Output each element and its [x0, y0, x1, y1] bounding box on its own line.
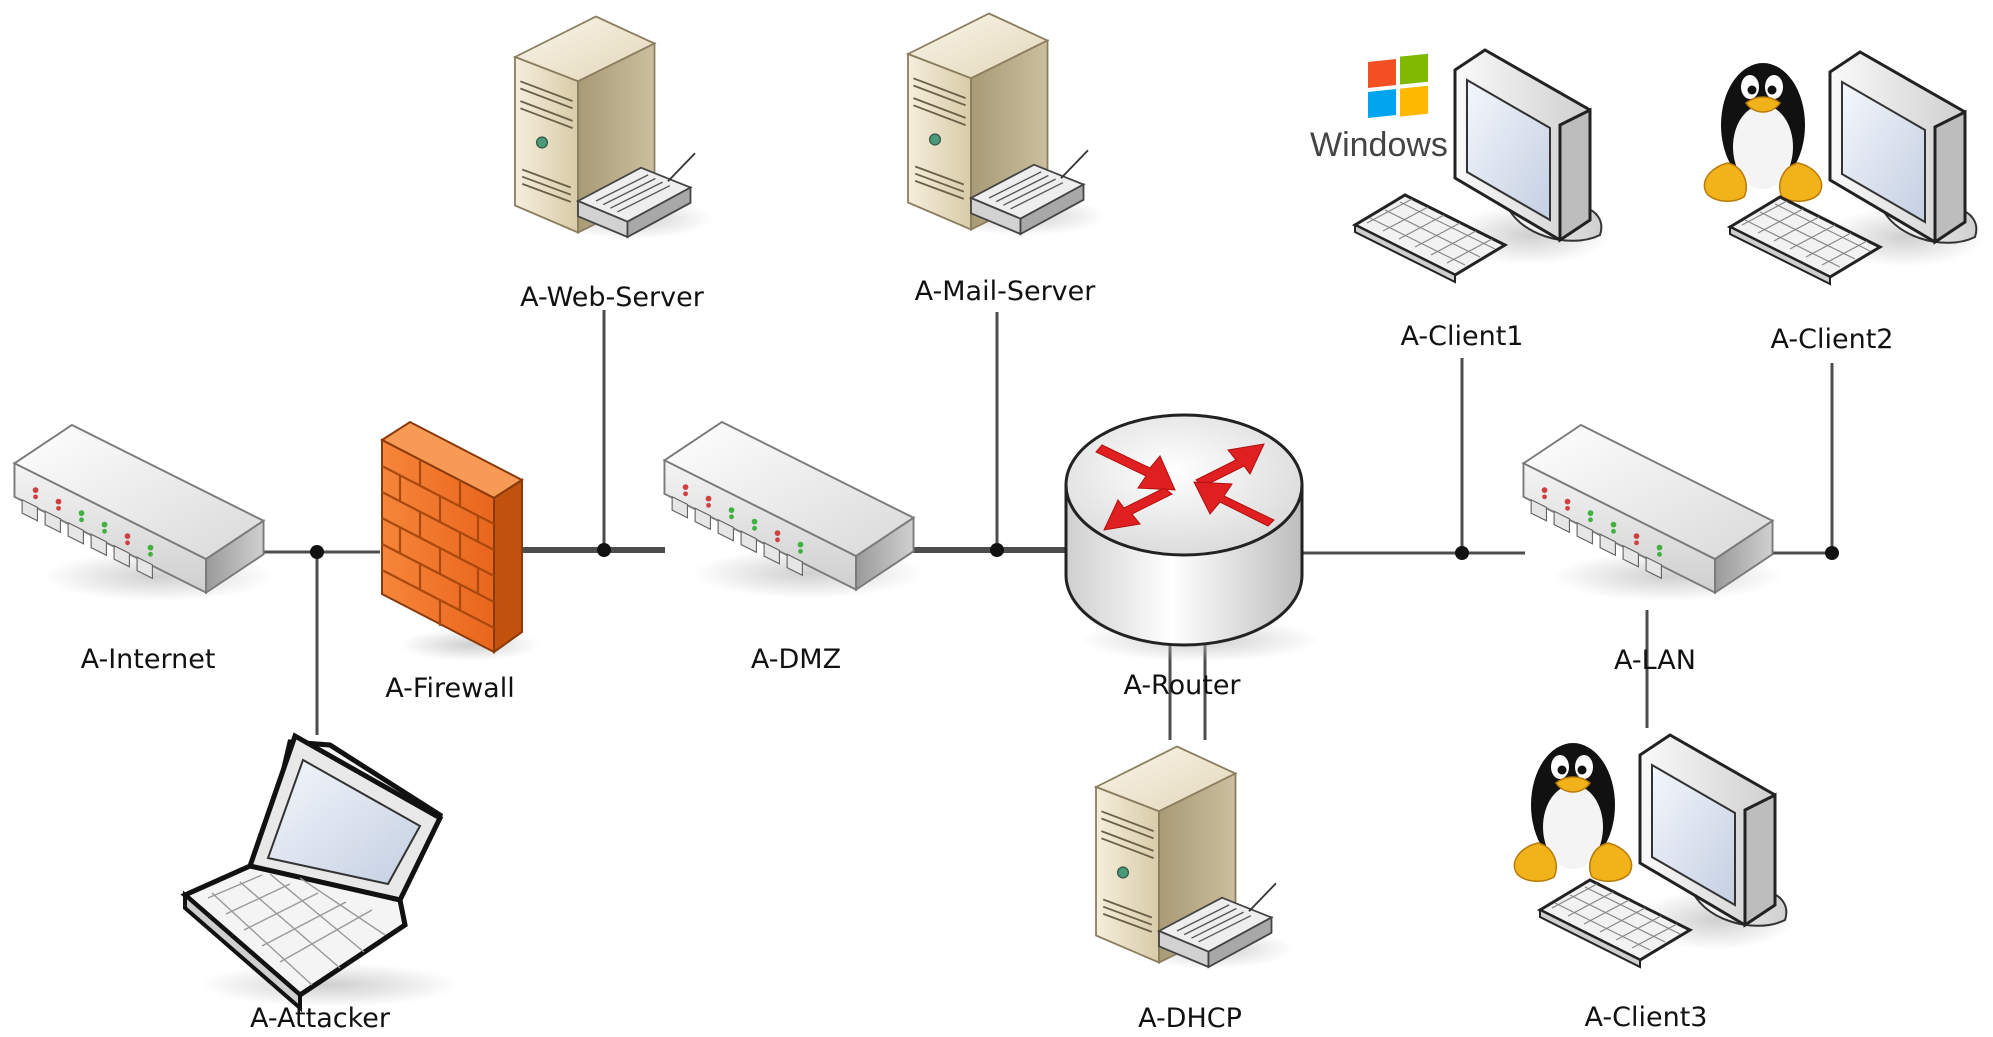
lan-label: A-LAN [1614, 645, 1696, 676]
junction-dot [310, 545, 324, 559]
windows-logo-icon: Windows 7 [1310, 53, 1476, 164]
internet-node[interactable]: A-Internet [13, 424, 275, 675]
client1-node[interactable]: Windows 7 A-Client1 [1310, 48, 1612, 352]
client3-node[interactable]: A-Client3 [1513, 733, 1797, 1033]
junction-dots [310, 543, 1839, 560]
switch-icon [13, 424, 275, 603]
attacker-label: A-Attacker [250, 1003, 391, 1034]
mail-server-node[interactable]: A-Mail-Server [907, 12, 1107, 308]
dmz-label: A-DMZ [751, 644, 841, 675]
attacker-node[interactable]: A-Attacker [180, 732, 460, 1034]
firewall-label: A-Firewall [385, 673, 514, 704]
dhcp-node[interactable]: A-DHCP [1095, 745, 1295, 1035]
linux-penguin-icon [1703, 62, 1823, 203]
client1-label: A-Client1 [1401, 321, 1524, 352]
router-icon [1064, 413, 1320, 662]
server-icon [514, 15, 714, 240]
junction-dot [990, 543, 1004, 557]
linux-penguin-icon [1513, 742, 1633, 883]
laptop-icon [180, 732, 460, 1013]
client2-label: A-Client2 [1771, 324, 1894, 355]
junction-dot [1455, 546, 1469, 560]
junction-dot [1825, 546, 1839, 560]
web-server-node[interactable]: A-Web-Server [514, 15, 714, 314]
dmz-node[interactable]: A-DMZ [663, 421, 925, 675]
server-icon [907, 12, 1107, 237]
firewall-icon [380, 420, 540, 661]
windows-7-text: Windows 7 [1310, 126, 1476, 164]
dhcp-label: A-DHCP [1138, 1003, 1242, 1034]
switch-icon [663, 421, 925, 600]
junction-dot [597, 543, 611, 557]
client3-label: A-Client3 [1585, 1002, 1708, 1033]
lan-node[interactable]: A-LAN [1522, 424, 1784, 676]
server-icon [1095, 745, 1295, 970]
switch-icon [1522, 424, 1784, 603]
router-node[interactable]: A-Router [1064, 413, 1320, 701]
internet-label: A-Internet [81, 644, 216, 675]
mail-server-label: A-Mail-Server [915, 276, 1097, 307]
firewall-node[interactable]: A-Firewall [380, 420, 540, 704]
router-label: A-Router [1123, 670, 1241, 701]
client2-node[interactable]: A-Client2 [1703, 50, 1987, 355]
web-server-label: A-Web-Server [520, 282, 705, 313]
